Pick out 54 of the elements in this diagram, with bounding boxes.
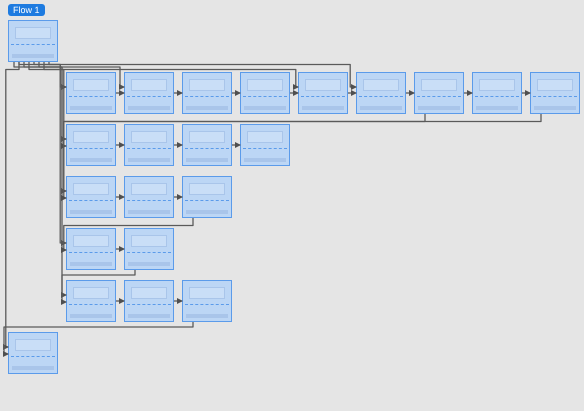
frame-box: [414, 72, 464, 114]
arrow: [61, 114, 426, 201]
frame-box: [356, 72, 406, 114]
frame-box: [124, 124, 174, 166]
flow-label: Flow 1: [8, 4, 45, 16]
frame-box: [124, 176, 174, 218]
frame-box: [124, 72, 174, 114]
arrow: [232, 142, 241, 148]
arrow: [23, 62, 125, 90]
arrow: [116, 90, 125, 96]
arrow: [290, 90, 299, 96]
frame-box: [240, 124, 290, 166]
arrow: [174, 90, 183, 96]
arrow: [61, 114, 542, 149]
arrow: [43, 62, 67, 194]
arrow: [464, 90, 473, 96]
arrow: [116, 142, 125, 148]
frame-box: [530, 72, 580, 114]
arrow: [3, 322, 194, 357]
arrow: [33, 62, 357, 90]
arrow: [174, 142, 183, 148]
arrow: [48, 62, 67, 246]
frame-box: [66, 228, 116, 270]
arrow: [13, 62, 67, 298]
frame-box: [182, 176, 232, 218]
arrow: [116, 246, 125, 252]
arrow: [116, 298, 125, 304]
arrow: [18, 62, 67, 90]
frame-box: [124, 228, 174, 270]
arrow: [348, 90, 357, 96]
arrow: [38, 62, 67, 142]
frame-box: [182, 72, 232, 114]
frame-box: [66, 124, 116, 166]
frame-box: [8, 332, 58, 374]
arrow: [3, 62, 20, 350]
frame-box: [124, 280, 174, 322]
frame-box: [298, 72, 348, 114]
arrow: [174, 298, 183, 304]
arrow: [232, 90, 241, 96]
arrow: [116, 194, 125, 200]
frame-box: [182, 124, 232, 166]
frame-box: [66, 176, 116, 218]
arrow: [28, 62, 299, 90]
frame-box: [472, 72, 522, 114]
arrow: [174, 194, 183, 200]
frame-box: [182, 280, 232, 322]
arrow: [406, 90, 415, 96]
arrow: [61, 270, 136, 305]
arrow: [522, 90, 531, 96]
frame-box: [8, 20, 58, 62]
frame-box: [240, 72, 290, 114]
arrow: [61, 218, 194, 253]
frame-box: [66, 72, 116, 114]
frame-box: [66, 280, 116, 322]
